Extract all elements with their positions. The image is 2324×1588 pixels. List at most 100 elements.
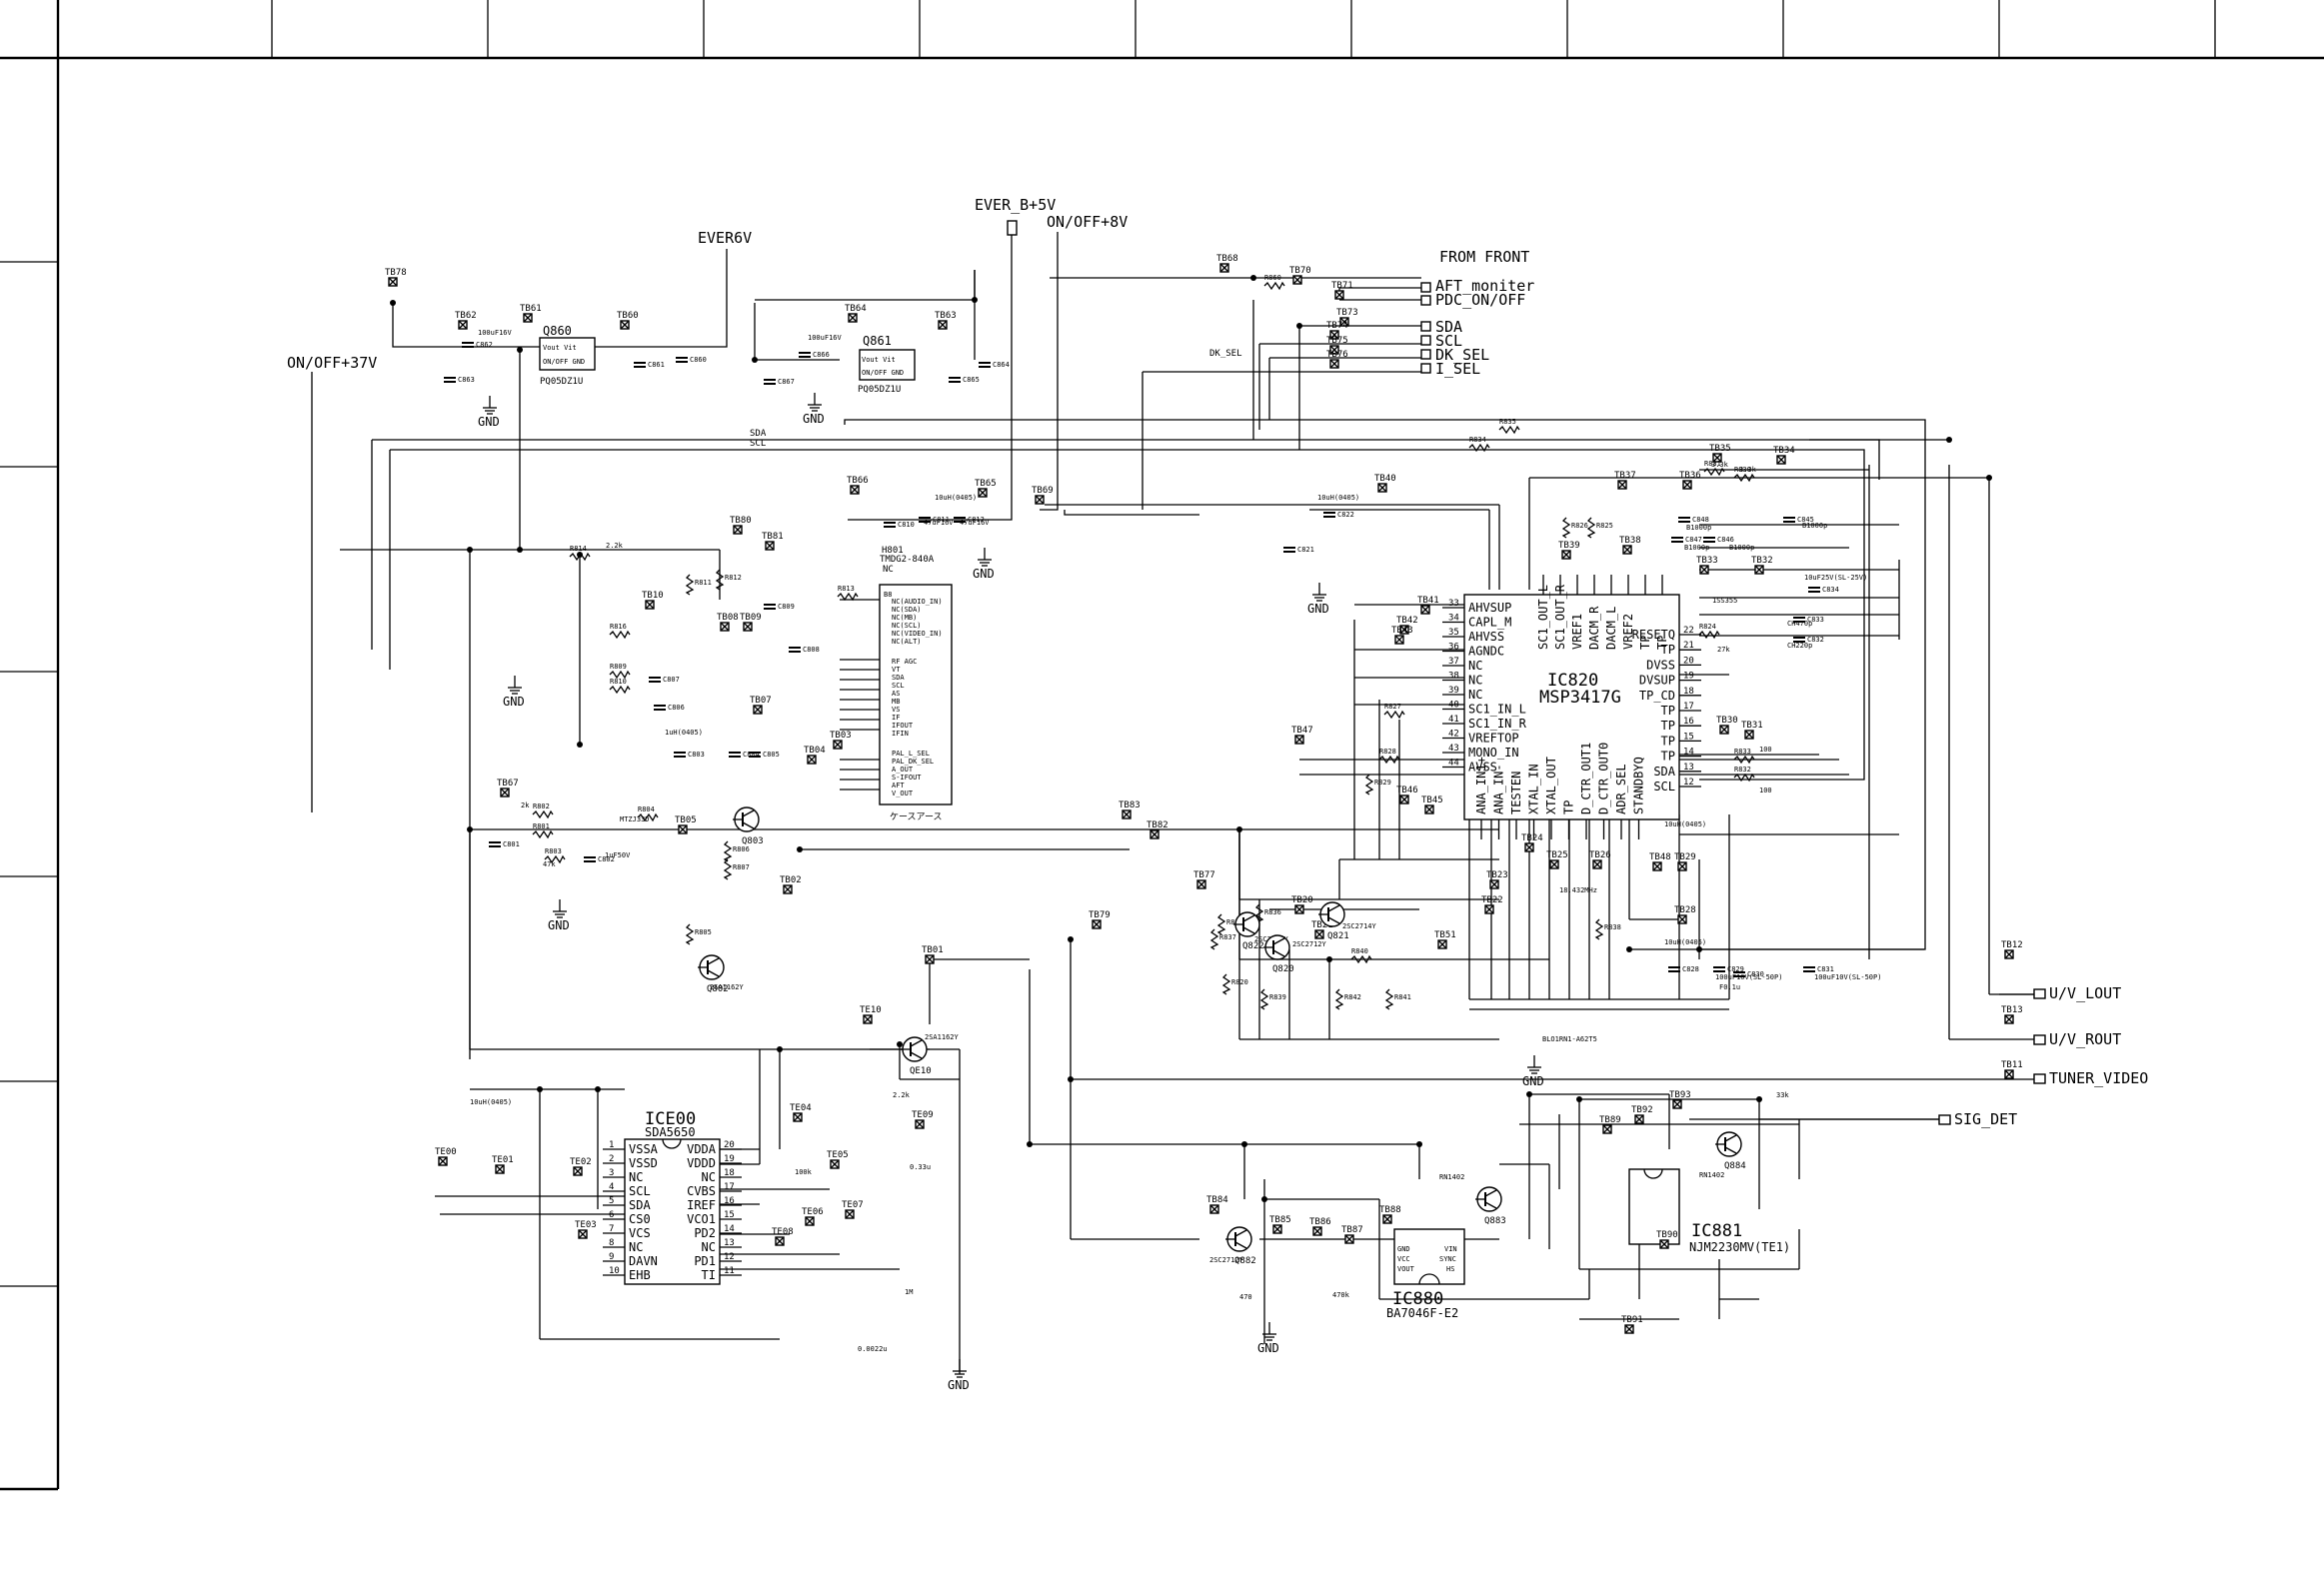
ground-symbol: GND [803,393,825,426]
r832-value: 100 [1759,787,1772,794]
test-point: TE03 [575,1220,597,1239]
test-point: TB37 [1614,471,1636,490]
ground-label: GND [548,918,570,932]
test-point: TB74 [1326,321,1348,340]
resistor: R831 [1703,460,1725,477]
component-ref: R840 [1351,947,1368,955]
junction-dot [537,1086,543,1092]
capacitor: C833 [1793,616,1824,624]
component-ref: C809 [778,603,795,611]
ic-pin-number: 34 [1448,614,1459,624]
test-point-label: TB38 [1619,536,1641,546]
test-point-label: TB42 [1396,616,1418,626]
component-ref: R832 [1734,766,1751,774]
ic-pin-label: NC [702,1170,716,1184]
front-pin-aft: AFT_moniter [1420,277,1534,295]
ic-pin-label: CVBS [687,1184,716,1198]
on-off-37v-label: ON/OFF+37V [287,354,377,372]
test-point-label: TB71 [1331,281,1353,291]
test-point-label: TB22 [1481,895,1503,905]
ic-pin-number: 12 [1683,778,1694,788]
component-ref: C811 [933,516,950,524]
capacitor: C845 [1783,516,1814,524]
resistor: R821 [1216,913,1243,935]
ic-pin-label: SC1_OUT_R [1553,584,1567,650]
junction-dot [517,347,523,353]
test-point: TB64 [845,304,867,323]
re05-value: 1M [905,1288,913,1296]
component-ref: C801 [503,840,520,848]
q861-part: PQ05DZ1U [858,385,901,395]
ic-pin-number: 35 [1448,628,1459,638]
net-dk-sel-label: DK_SEL [1209,349,1242,359]
test-point-label: TB25 [1546,850,1568,860]
ground-label: GND [948,1378,970,1392]
ic-pin-label: ANA_IN- [1492,764,1506,814]
ic-pin-label: TP [1661,643,1675,657]
ground-label: GND [503,695,525,709]
re04-value: 100k [795,1168,813,1176]
ic-pin-number: 37 [1448,657,1459,667]
tuner-pin: RF AGC [892,658,917,666]
svg-text:VIN: VIN [1444,1245,1457,1253]
test-point-label: TB41 [1417,596,1439,606]
test-point-label: TB43 [1391,626,1413,636]
test-point: TE08 [772,1227,794,1246]
test-point-label: TB83 [1119,800,1141,810]
resistor: R803 [544,847,566,864]
ic-pin-label: VSSD [629,1156,658,1170]
test-point: TB11 [2001,1060,2023,1079]
component-ref: R860 [1264,274,1281,282]
test-point: TB90 [1656,1230,1678,1249]
ground-symbol: GND [948,1359,970,1392]
test-point-label: TB64 [845,304,867,314]
c834-value: 10uF25V(SL-25V) [1804,574,1867,582]
ic-pin-number: 40 [1448,701,1459,711]
component-ref: R828 [1379,748,1396,756]
front-connector-title: FROM FRONT [1439,248,1529,266]
junction-dot [577,552,583,558]
resistor: R841 [1384,988,1411,1010]
ice00-ref: ICE00 [645,1109,696,1129]
ground-label: GND [478,415,500,429]
output-sig-det-label: SIG_DET [1954,1110,2017,1128]
resistor: R806 [723,840,750,862]
component-ref: R810 [610,678,627,686]
test-point-label: TB32 [1751,556,1773,566]
test-point: TB35 [1709,444,1731,463]
component-ref: C867 [778,378,795,386]
junction-dot [1241,1141,1247,1147]
test-point: TB21 [1311,920,1333,939]
l822-value: 10uH(0405) [1317,494,1359,502]
tuner-pin: NC(AUDIO_IN) [892,598,943,606]
test-point: TB25 [1546,850,1568,869]
tuner-pin: AS [892,690,900,698]
test-point-label: TB36 [1679,471,1701,481]
ic-pin-number: 7 [609,1224,614,1234]
output-uv-lout-label: U/V_LOUT [2049,984,2121,1002]
c802-value: 1uF50V [605,851,631,859]
q861-ref: Q861 [863,334,892,348]
test-point: TB13 [2001,1005,2023,1024]
test-point-label: TE10 [860,1005,882,1015]
test-point: TB69 [1032,486,1054,505]
component-ref: QE10 [910,1066,932,1076]
output-tuner-video: TUNER_VIDEO [2033,1069,2148,1087]
test-point: TB05 [675,815,697,834]
svg-text:VCC: VCC [1397,1255,1410,1263]
test-point-label: TB67 [497,779,519,789]
test-point: TB77 [1193,870,1215,889]
net-scl-label: SCL [750,439,766,449]
capacitor: C802 [584,855,615,863]
test-point-label: TB12 [2001,940,2023,950]
ic-pin-number: 4 [609,1182,614,1192]
test-point-label: TB85 [1269,1215,1291,1225]
ic-pin-number: 2 [609,1154,614,1164]
test-point-label: TB82 [1147,820,1168,830]
junction-dot [1236,826,1242,832]
ic-pin-label: VDDA [687,1142,717,1156]
ic-pin-label: NC [629,1170,643,1184]
test-point-label: TB04 [804,746,826,756]
